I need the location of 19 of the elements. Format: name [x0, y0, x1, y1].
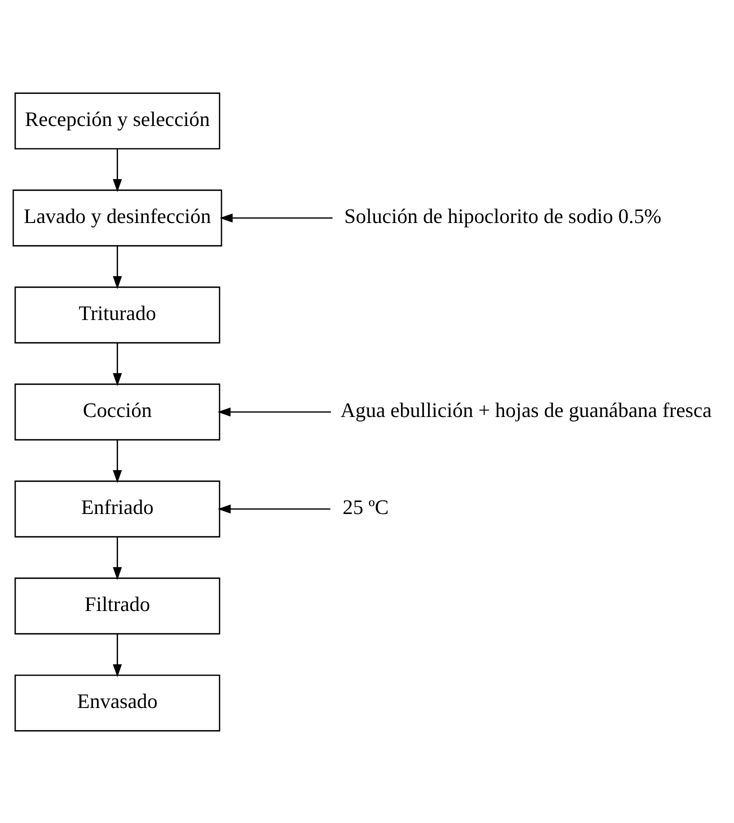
node-box: Recepción y selección [14, 92, 220, 149]
node-text: Agua ebullición + hojas de guanábana fresca [340, 399, 712, 422]
node-box: Lavado y desinfección [12, 189, 222, 246]
arrow [218, 504, 330, 514]
arrow [112, 440, 122, 483]
arrow [218, 406, 331, 416]
node-box: Triturado [14, 286, 220, 343]
node-box: Cocción [14, 383, 220, 440]
node-text: Solución de hipoclorito de sodio 0.5% [344, 205, 662, 228]
node-box: Filtrado [14, 577, 220, 634]
arrow [112, 536, 122, 580]
arrow [112, 246, 122, 289]
arrow [112, 148, 122, 192]
arrow [112, 634, 122, 677]
arrow [112, 342, 122, 386]
node-box: Envasado [14, 674, 220, 731]
arrow [220, 212, 333, 222]
node-text: 25 ºC [342, 496, 389, 518]
node-box: Enfriado [14, 480, 220, 537]
